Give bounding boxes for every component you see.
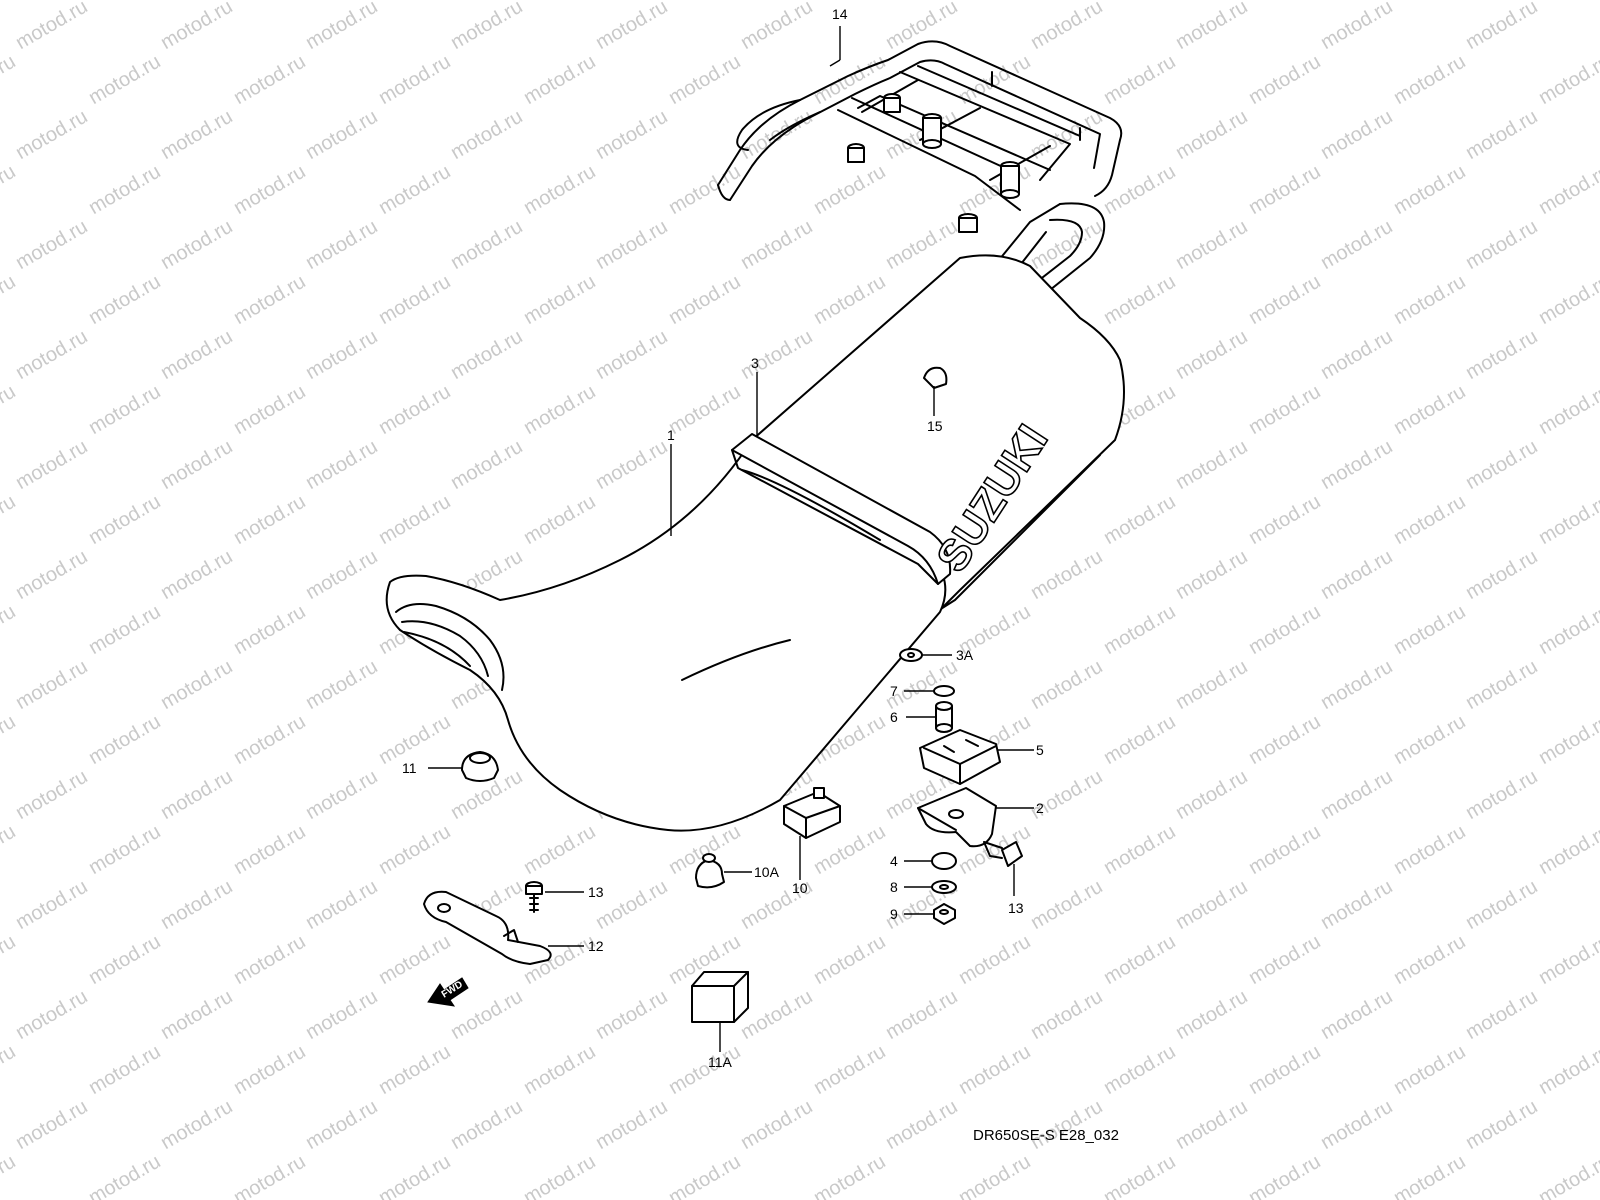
cushion-11 — [428, 751, 499, 782]
bolt-13-right — [983, 841, 1023, 896]
callout-6: 6 — [890, 709, 898, 725]
callout-11a: 11A — [708, 1054, 733, 1070]
cushion-5 — [919, 729, 1034, 785]
drawing-code: DR650SE-S E28_032 — [973, 1127, 1119, 1144]
rear-carrier — [717, 40, 1123, 358]
seat: SUZUKI — [385, 254, 1125, 832]
cushion-11a — [691, 971, 749, 1052]
callout-7: 7 — [890, 683, 898, 699]
forward-arrow: FWD — [427, 977, 469, 1007]
washer-3a — [899, 648, 952, 662]
cushion-10 — [783, 787, 841, 880]
callout-2: 2 — [1036, 800, 1044, 816]
callout-9: 9 — [890, 906, 898, 922]
callout-3: 3 — [751, 355, 759, 371]
callout-4: 4 — [890, 853, 898, 869]
nut-9 — [904, 903, 956, 925]
callout-15: 15 — [927, 418, 943, 434]
washer-7 — [904, 685, 955, 697]
callout-11: 11 — [402, 760, 417, 776]
callout-5: 5 — [1036, 742, 1044, 758]
callout-14: 14 — [832, 6, 848, 22]
callout-10a: 10A — [754, 864, 780, 880]
callout-3a: 3A — [956, 647, 974, 663]
callout-1: 1 — [667, 427, 675, 443]
cushion-15 — [923, 366, 948, 416]
callout-8: 8 — [890, 879, 898, 895]
cushion-4 — [904, 852, 957, 870]
callout-13-right: 13 — [1008, 900, 1024, 916]
washer-8 — [904, 880, 957, 894]
bracket-2 — [917, 787, 1034, 848]
bolt-13-left — [525, 881, 584, 913]
callout-12: 12 — [588, 938, 604, 954]
bracket-12 — [423, 890, 584, 965]
collar-6 — [906, 701, 953, 733]
cushion-10a — [695, 853, 752, 889]
callout-10: 10 — [792, 880, 808, 896]
callout-13-left: 13 — [588, 884, 604, 900]
